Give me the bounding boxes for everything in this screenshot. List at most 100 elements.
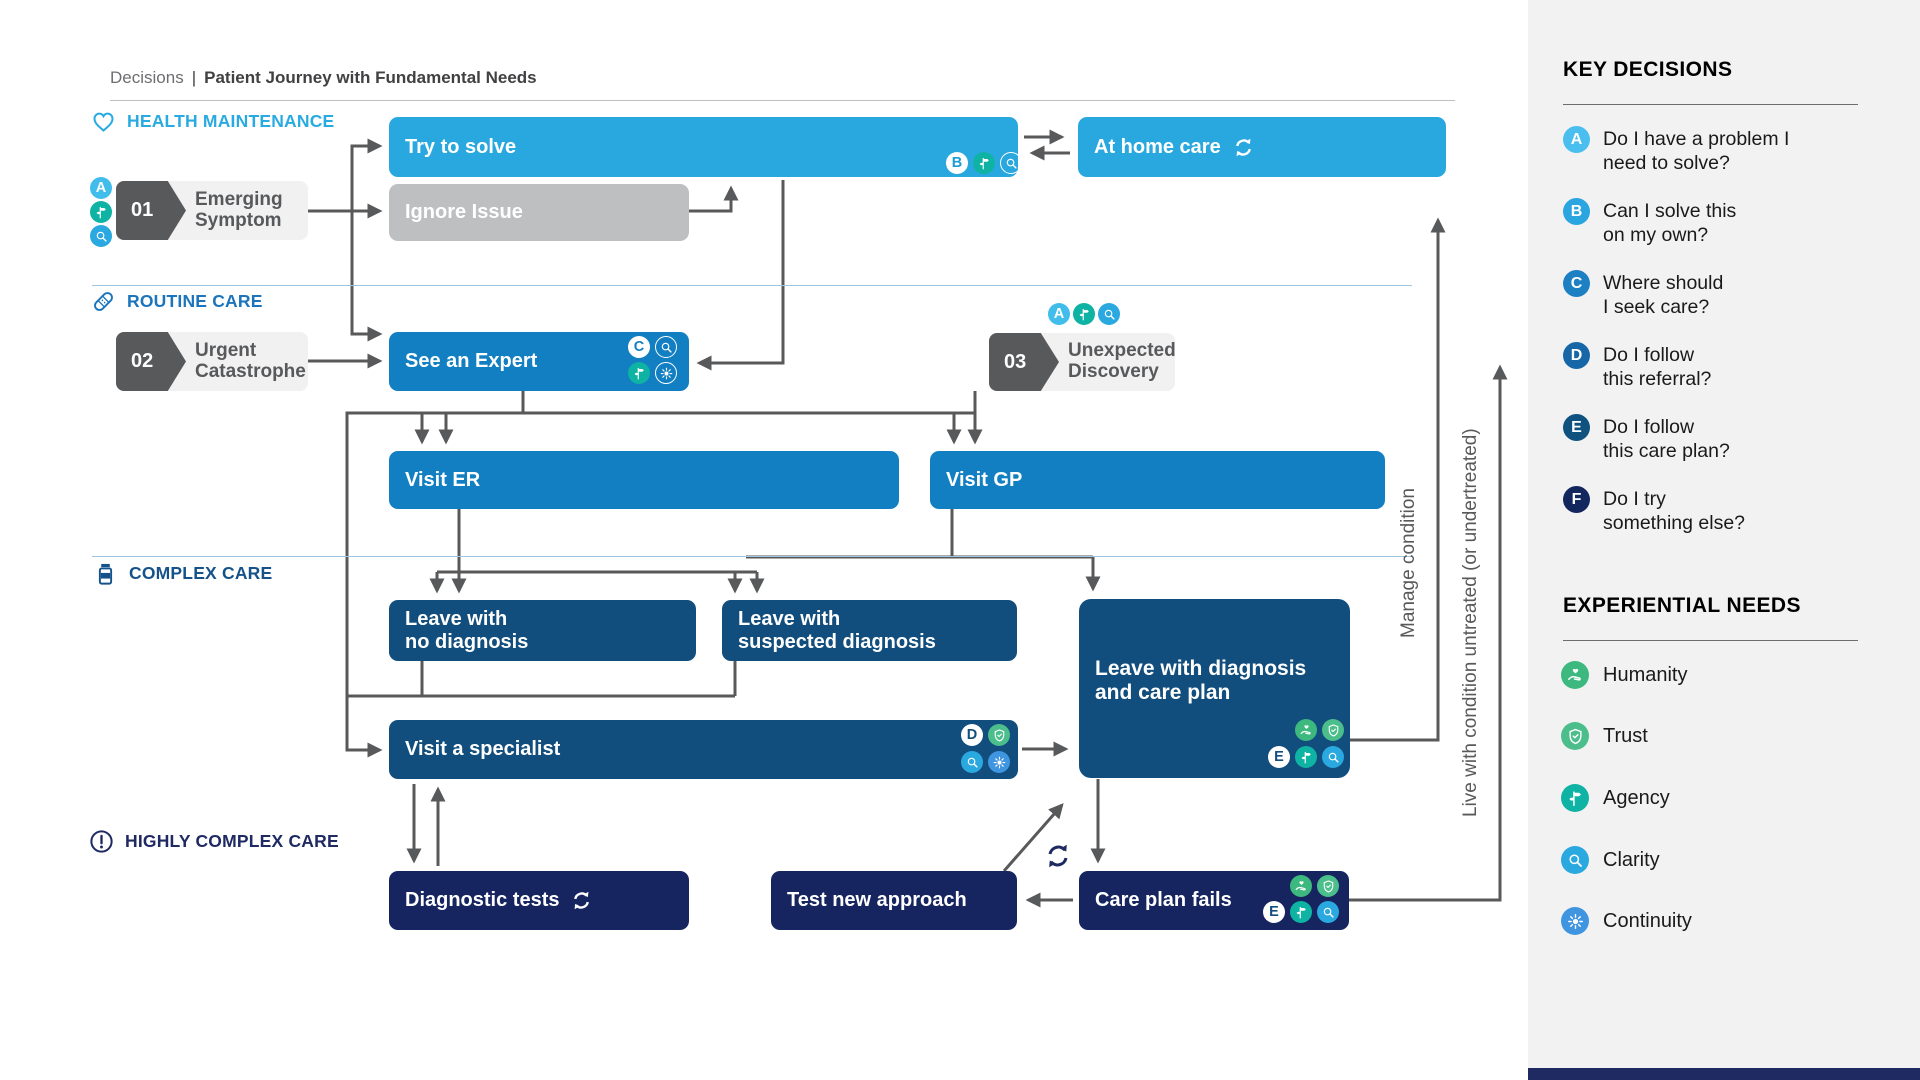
breadcrumb: Decisions | Patient Journey with Fundament… [110, 68, 537, 88]
decision-a-badge: A [90, 177, 112, 199]
sidebar-rule [1563, 104, 1858, 105]
decision-d-badge: D [1563, 342, 1590, 369]
humanity-icon [1295, 719, 1317, 741]
clarity-icon [1098, 303, 1120, 325]
agency-icon [628, 362, 650, 384]
decision-a-badge: A [1048, 303, 1070, 325]
agency-icon [973, 152, 995, 174]
node-visit-gp: Visit GP [930, 451, 1385, 509]
trigger-number-chevron: 02 [116, 332, 186, 391]
decision-b-badge: B [946, 152, 968, 174]
decision-c-badge: C [628, 336, 650, 358]
continuity-icon [988, 751, 1010, 773]
lane-label: HIGHLY COMPLEX CARE [125, 831, 339, 851]
clarity-icon [1000, 152, 1022, 174]
cycle-icon [1231, 135, 1256, 160]
lane-divider [92, 556, 1412, 557]
clarity-icon [961, 751, 983, 773]
node-diagnostic-tests: Diagnostic tests [389, 871, 689, 930]
manage-condition-label: Manage condition [1398, 488, 1419, 638]
node-test-new-approach: Test new approach [771, 871, 1017, 930]
alert-icon [88, 828, 115, 855]
decision-f-badge: F [1563, 486, 1590, 513]
live-with-condition-label: Live with condition untreated (or undert… [1460, 428, 1481, 817]
pill-bottle-icon [92, 560, 119, 587]
agency-icon [90, 201, 112, 223]
decision-d-badge: D [961, 724, 983, 746]
need-clarity: Clarity [1561, 846, 1660, 874]
trigger-number-chevron: 03 [989, 333, 1059, 391]
decision-e-badge: E [1268, 746, 1290, 768]
decision-b-badge: B [1563, 198, 1590, 225]
need-agency: Agency [1561, 784, 1670, 812]
agency-icon [1073, 303, 1095, 325]
agency-icon [1295, 746, 1317, 768]
decision-e-badge: E [1263, 901, 1285, 923]
lane-routine-care: ROUTINE CARE [90, 288, 263, 315]
need-humanity: Humanity [1561, 661, 1687, 689]
decision-e-badge: E [1563, 414, 1590, 441]
clarity-icon [90, 225, 112, 247]
humanity-icon [1290, 875, 1312, 897]
need-continuity: Continuity [1561, 907, 1692, 935]
humanity-icon [1561, 661, 1589, 689]
heart-icon [90, 108, 117, 135]
sidebar-rule [1563, 640, 1858, 641]
bandage-icon [90, 288, 117, 315]
node-try-to-solve: Try to solve [389, 117, 1018, 177]
breadcrumb-separator: | [191, 68, 197, 87]
agency-icon [1290, 901, 1312, 923]
lane-divider [92, 285, 1412, 286]
need-trust: Trust [1561, 722, 1648, 750]
trigger-number-chevron: 01 [116, 181, 186, 240]
header-rule [110, 100, 1455, 101]
decision-c-badge: C [1563, 270, 1590, 297]
key-decisions-title: KEY DECISIONS [1563, 58, 1733, 81]
clarity-icon [1561, 846, 1589, 874]
page-title: Patient Journey with Fundamental Needs [204, 68, 537, 87]
experiential-needs-title: EXPERIENTIAL NEEDS [1563, 594, 1801, 617]
lane-label: HEALTH MAINTENANCE [127, 111, 335, 131]
decision-a-badge: A [1563, 126, 1590, 153]
agency-icon [1561, 784, 1589, 812]
lane-label: COMPLEX CARE [129, 563, 273, 583]
cycle-icon [1042, 840, 1074, 872]
sidebar-footer-bar [1528, 1068, 1920, 1080]
lane-highly-complex-care: HIGHLY COMPLEX CARE [88, 828, 339, 855]
breadcrumb-root: Decisions [110, 68, 184, 87]
node-visit-er: Visit ER [389, 451, 899, 509]
trust-icon [988, 724, 1010, 746]
cycle-icon [569, 888, 594, 913]
node-ignore-issue: Ignore Issue [389, 184, 689, 241]
continuity-icon [655, 362, 677, 384]
clarity-icon [1322, 746, 1344, 768]
trust-icon [1317, 875, 1339, 897]
lane-complex-care: COMPLEX CARE [92, 560, 272, 587]
trust-icon [1322, 719, 1344, 741]
clarity-icon [655, 336, 677, 358]
clarity-icon [1317, 901, 1339, 923]
lane-health-maintenance: HEALTH MAINTENANCE [90, 108, 334, 135]
